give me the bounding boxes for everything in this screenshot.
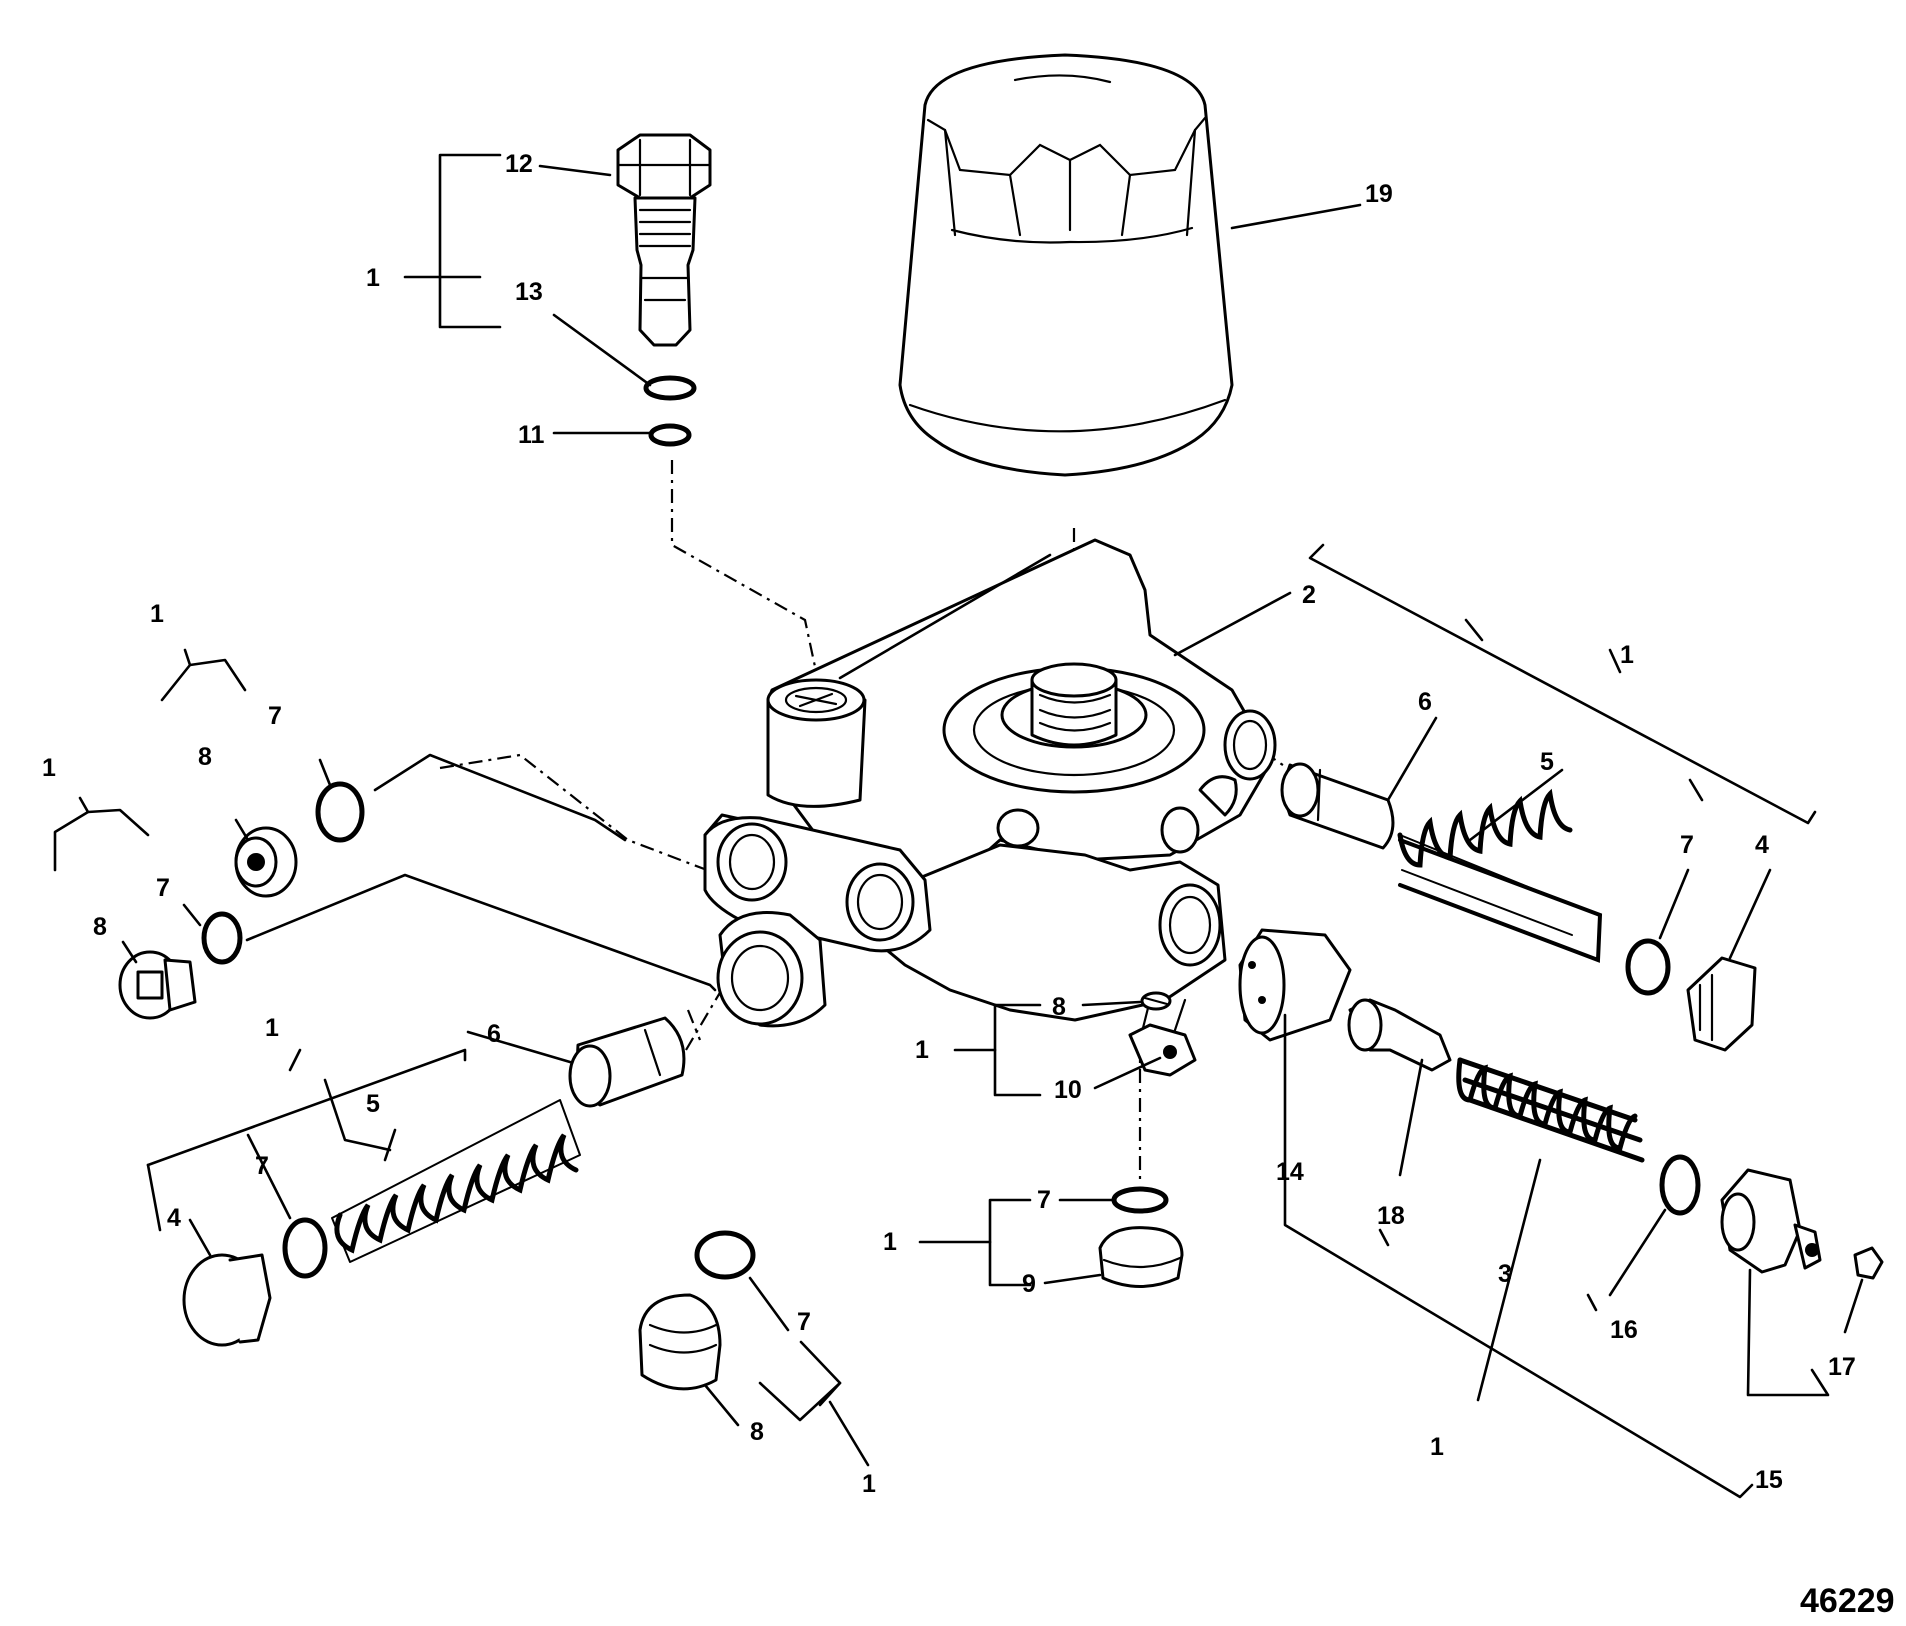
label-sender: 15 <box>1755 1466 1783 1494</box>
plug-left-upper <box>234 826 298 898</box>
washer-11 <box>648 423 692 447</box>
label-oring-left-lower: 7 <box>255 1152 269 1180</box>
label-kit-left-upper: 1 <box>150 600 164 628</box>
o-ring-bottom <box>694 1230 756 1280</box>
seal-washer-13 <box>643 375 697 401</box>
label-spring-left: 5 <box>366 1090 380 1118</box>
label-spring-large: 3 <box>1498 1260 1512 1288</box>
label-cap-left: 4 <box>167 1204 181 1232</box>
o-ring-right-lower <box>1659 1154 1701 1216</box>
label-oring-right-lower: 16 <box>1610 1316 1638 1344</box>
o-ring-center-low <box>1111 1186 1169 1214</box>
label-kit-left-lower: 1 <box>265 1014 279 1042</box>
o-ring-left-upper <box>315 781 365 843</box>
label-cap-center: 9 <box>1022 1270 1036 1298</box>
piston-left <box>568 1016 686 1108</box>
callout-labels: 19 12 1 13 11 2 1 7 8 1 7 8 1 6 5 7 4 1 … <box>42 150 1895 1620</box>
sleeve <box>1238 928 1352 1042</box>
label-kit-left-mid: 1 <box>42 754 56 782</box>
label-sleeve: 14 <box>1276 1158 1304 1186</box>
spring-left <box>331 1099 581 1263</box>
label-spring-right: 5 <box>1540 748 1554 776</box>
label-kit-center-low: 1 <box>883 1228 897 1256</box>
figure-number: 46229 <box>1800 1582 1895 1620</box>
leader-lines <box>53 153 1864 1499</box>
label-kit-center: 1 <box>915 1036 929 1064</box>
oil-filter <box>898 53 1234 477</box>
label-plug-left-upper: 8 <box>198 743 212 771</box>
label-washer-top: 11 <box>518 421 545 449</box>
label-piston-left: 6 <box>487 1020 501 1048</box>
label-bypass-valve: 12 <box>505 150 533 178</box>
plug-left-mid <box>118 950 197 1020</box>
label-oring-left-mid: 7 <box>156 874 170 902</box>
label-kit-right-lower: 1 <box>1430 1433 1444 1461</box>
label-plug-bottom: 8 <box>750 1418 764 1446</box>
plug-center <box>1140 991 1172 1011</box>
label-kit-top: 1 <box>366 264 380 292</box>
label-piston-right: 6 <box>1418 688 1432 716</box>
plug-bottom <box>638 1293 722 1391</box>
label-plug-center: 8 <box>1052 993 1066 1021</box>
o-ring-right-upper <box>1625 938 1671 996</box>
cap-right <box>1686 956 1757 1052</box>
label-oring-right-upper: 7 <box>1680 831 1694 859</box>
o-ring-left-mid <box>201 911 243 965</box>
nut <box>1853 1246 1884 1280</box>
label-oring-center-low: 7 <box>1037 1186 1051 1214</box>
bypass-valve <box>616 133 712 347</box>
pin <box>1347 998 1452 1072</box>
label-cap-right: 4 <box>1755 831 1769 859</box>
label-oring-left-upper: 7 <box>268 702 282 730</box>
o-ring-left-lower <box>282 1217 328 1279</box>
label-nut: 17 <box>1828 1353 1856 1381</box>
filter-adapter-body <box>703 538 1277 1047</box>
piston-right <box>1280 762 1395 850</box>
label-fitting-center: 10 <box>1054 1076 1082 1104</box>
label-kit-bottom: 1 <box>862 1470 876 1498</box>
label-pin: 18 <box>1377 1202 1405 1230</box>
cap-center <box>1098 1226 1184 1288</box>
label-oring-bottom: 7 <box>797 1308 811 1336</box>
label-filter: 19 <box>1365 180 1393 208</box>
label-adapter: 2 <box>1302 581 1316 609</box>
label-plug-left-mid: 8 <box>93 913 107 941</box>
label-kit-right-upper: 1 <box>1620 641 1634 669</box>
spring-large <box>1456 1057 1645 1163</box>
cap-left <box>182 1253 272 1347</box>
fitting-center <box>1128 1023 1197 1077</box>
spring-right <box>1397 788 1603 963</box>
label-seal-top: 13 <box>515 278 543 306</box>
sender-unit <box>1720 1168 1822 1274</box>
